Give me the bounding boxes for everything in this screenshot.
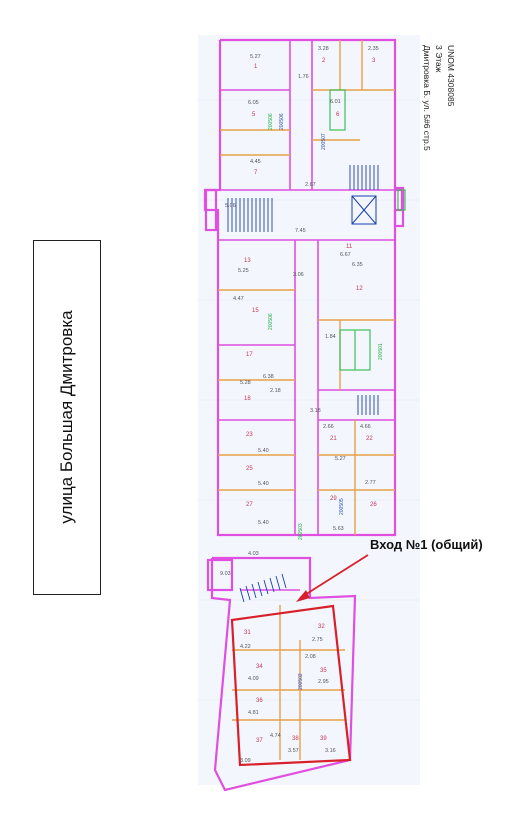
room-area-label: 6.67: [340, 252, 351, 258]
room-labels: 5.27 3.28 2.35 1.76 6.05 6.01 4.45 2.67 …: [220, 46, 379, 764]
room-codes: 200506 200506 200506 200507 200502 20050…: [268, 113, 384, 690]
room-area-label: 2.66: [323, 424, 334, 430]
room-area-label: 5.27: [250, 54, 261, 60]
stair-upper: [349, 165, 379, 190]
room-number: 6: [336, 112, 340, 118]
room-area-label: 1.84: [325, 334, 336, 340]
room-number: 26: [370, 502, 377, 508]
room-area-label: 3.28: [318, 46, 329, 52]
room-area-label: 2.67: [305, 182, 316, 188]
room-area-label: 5.40: [258, 448, 269, 454]
room-number: 39: [320, 736, 327, 742]
room-number: 29: [330, 496, 337, 502]
room-number: 32: [318, 624, 325, 630]
room-number: 23: [246, 432, 253, 438]
room-code: 200501: [378, 343, 384, 360]
room-area-label: 2.08: [305, 654, 316, 660]
room-area-label: 7.45: [295, 228, 306, 234]
entrance-label: Вход №1 (общий): [370, 537, 483, 552]
room-number: 17: [246, 352, 253, 358]
street-label-box: [33, 240, 101, 595]
room-number: 36: [256, 698, 263, 704]
room-area-label: 4.45: [250, 159, 261, 165]
room-area-label: 3.57: [288, 748, 299, 754]
room-number: 37: [256, 738, 263, 744]
elevator: [351, 195, 377, 225]
room-area-label: 3.16: [325, 748, 336, 754]
room-area-label: 5.25: [238, 268, 249, 274]
room-area-label: 4.22: [240, 644, 251, 650]
room-number: 2: [322, 58, 326, 64]
room-number: 25: [246, 466, 253, 472]
room-number: 22: [366, 436, 373, 442]
room-code: 200506: [279, 113, 285, 130]
room-number: 21: [330, 436, 337, 442]
room-number: 34: [256, 664, 263, 670]
plan-header-floor: 3 Этаж: [434, 45, 444, 73]
room-area-label: 5.06: [225, 203, 236, 209]
room-area-label: 2.95: [318, 679, 329, 685]
room-area-label: 5.63: [333, 526, 344, 532]
room-area-label: 2.75: [312, 637, 323, 643]
room-area-label: 2.35: [368, 46, 379, 52]
room-area-label: 6.38: [263, 374, 274, 380]
room-number: 15: [252, 308, 259, 314]
room-area-label: 4.74: [270, 733, 281, 739]
sanitary-rooms: [329, 89, 406, 371]
room-number: 31: [244, 630, 251, 636]
room-code: 200503: [298, 523, 304, 540]
room-area-label: 5.27: [335, 456, 346, 462]
room-number: 27: [246, 502, 253, 508]
room-area-label: 5.28: [240, 380, 251, 386]
room-area-label: 5.40: [258, 481, 269, 487]
room-area-label: 4.09: [248, 676, 259, 682]
stairs: [227, 165, 379, 603]
room-area-label: 2.18: [270, 388, 281, 394]
room-code: 200506: [268, 113, 274, 130]
plan-header-unom: UNOM 4308085: [446, 45, 456, 107]
stair-middle: [227, 198, 273, 232]
room-area-label: 4.03: [248, 551, 259, 557]
room-code: 200505: [339, 498, 345, 515]
entrance-zone-highlight: [230, 604, 352, 767]
room-numbers: 1 2 3 5 6 7 11 12 13 15 17 18 21 22 23 2…: [244, 58, 377, 744]
room-area-label: 3.18: [310, 408, 321, 414]
plan-header-address: Дмитровка Б. ул. 5#6 стр.5: [422, 45, 432, 151]
room-area-label: 6.01: [330, 99, 341, 105]
room-area-label: 6.35: [352, 262, 363, 268]
room-area-label: 1.76: [298, 74, 309, 80]
room-code: 200507: [321, 133, 327, 150]
room-number: 18: [244, 396, 251, 402]
room-number: 12: [356, 286, 363, 292]
room-area-label: 4.81: [248, 710, 259, 716]
room-area-label: 4.47: [233, 296, 244, 302]
room-code: 200502: [298, 673, 304, 690]
entrance-arrow: [296, 554, 369, 602]
room-code: 200506: [268, 313, 274, 330]
plan-grid: [198, 99, 420, 701]
plan-background: [198, 35, 420, 785]
room-area-label: 2.77: [365, 480, 376, 486]
room-number: 7: [254, 170, 258, 176]
room-area-label: 4.66: [360, 424, 371, 430]
room-number: 3: [372, 58, 376, 64]
stair-entrance: [239, 573, 287, 603]
room-number: 1: [254, 64, 258, 70]
room-area-label: 9.03: [220, 571, 231, 577]
room-number: 5: [252, 112, 256, 118]
room-number: 38: [292, 736, 299, 742]
stair-right: [357, 395, 379, 415]
room-number: 35: [320, 668, 327, 674]
room-area-label: 6.05: [248, 100, 259, 106]
room-area-label: 3.06: [293, 272, 304, 278]
room-area-label: 5.40: [258, 520, 269, 526]
room-number: 11: [346, 244, 353, 250]
room-number: 13: [244, 258, 251, 264]
room-area-label: 3.09: [240, 758, 251, 764]
